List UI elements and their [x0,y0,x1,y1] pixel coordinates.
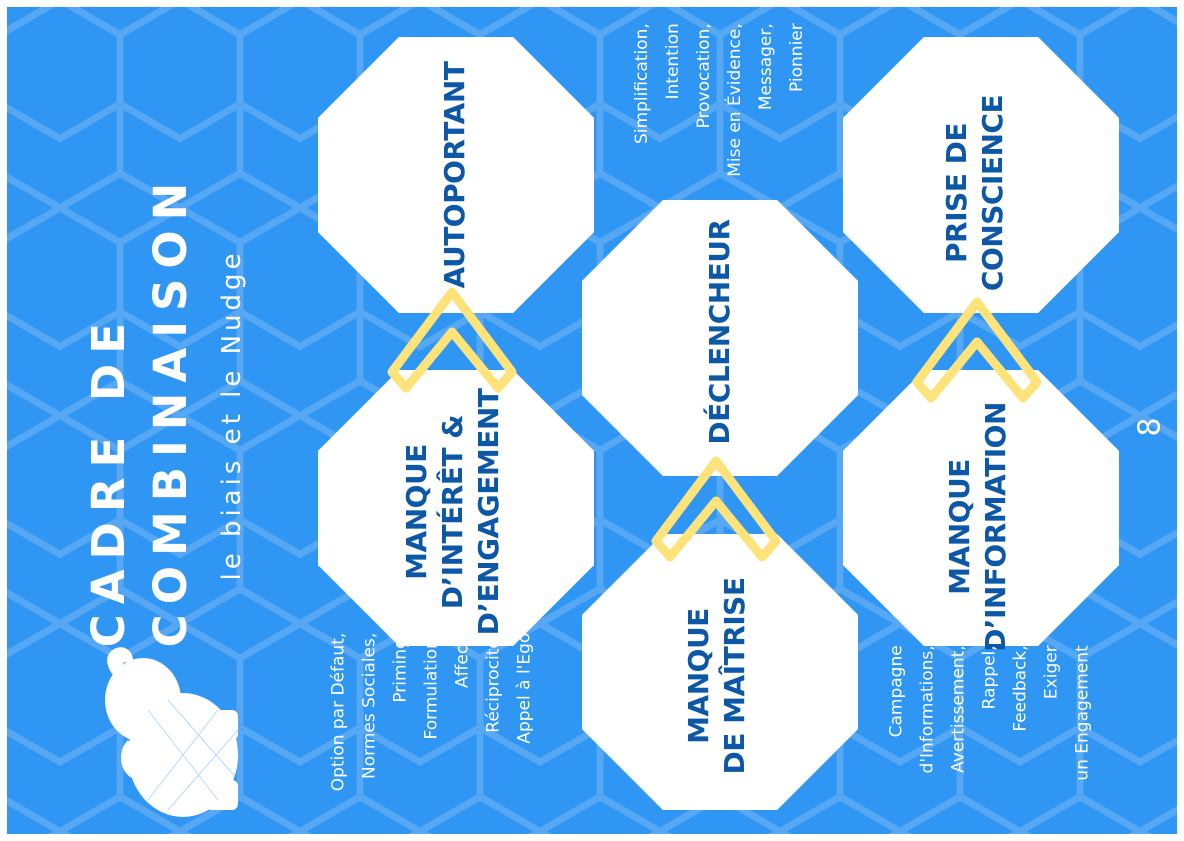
list-interet-nudges: Option par Défaut, Normes Sociales, Prim… [328,632,535,792]
node-autoportant-label: AUTOPORTANT [438,61,471,289]
elephant-icon [105,647,239,817]
page-subtitle: le biais et le Nudge [217,249,247,581]
node-declencheur-label: DÉCLENCHEUR [703,219,736,445]
node-prise-shape [843,37,1119,313]
node-prise-label: PRISE DE CONSCIENCE [940,94,1009,292]
list-declencheur-nudges: Simplification, Intention Provocation, M… [632,23,807,177]
node-information-label: MANQUE D’INFORMATION [943,402,1012,652]
list-information-nudges: Campagne d'Informations, Avertissement, … [886,645,1093,781]
node-interet-label: MANQUE D’INTÉRÊT & D’ENGAGEMENT [400,388,505,636]
node-information-shape [843,370,1119,646]
page-title: CADRE DE COMBINAISON [82,172,197,648]
node-interet-shape [318,370,594,646]
page-number: 8 [1132,417,1168,437]
connector-maitrise-declencheur [651,456,781,562]
node-autoportant-shape [318,37,594,313]
connector-information-prise [912,297,1042,403]
node-maitrise-label: MANQUE DE MAÎTRISE [682,577,751,775]
node-maitrise-shape [582,534,858,810]
node-declencheur-shape [582,200,858,476]
connector-interet-autoportant [387,287,517,393]
